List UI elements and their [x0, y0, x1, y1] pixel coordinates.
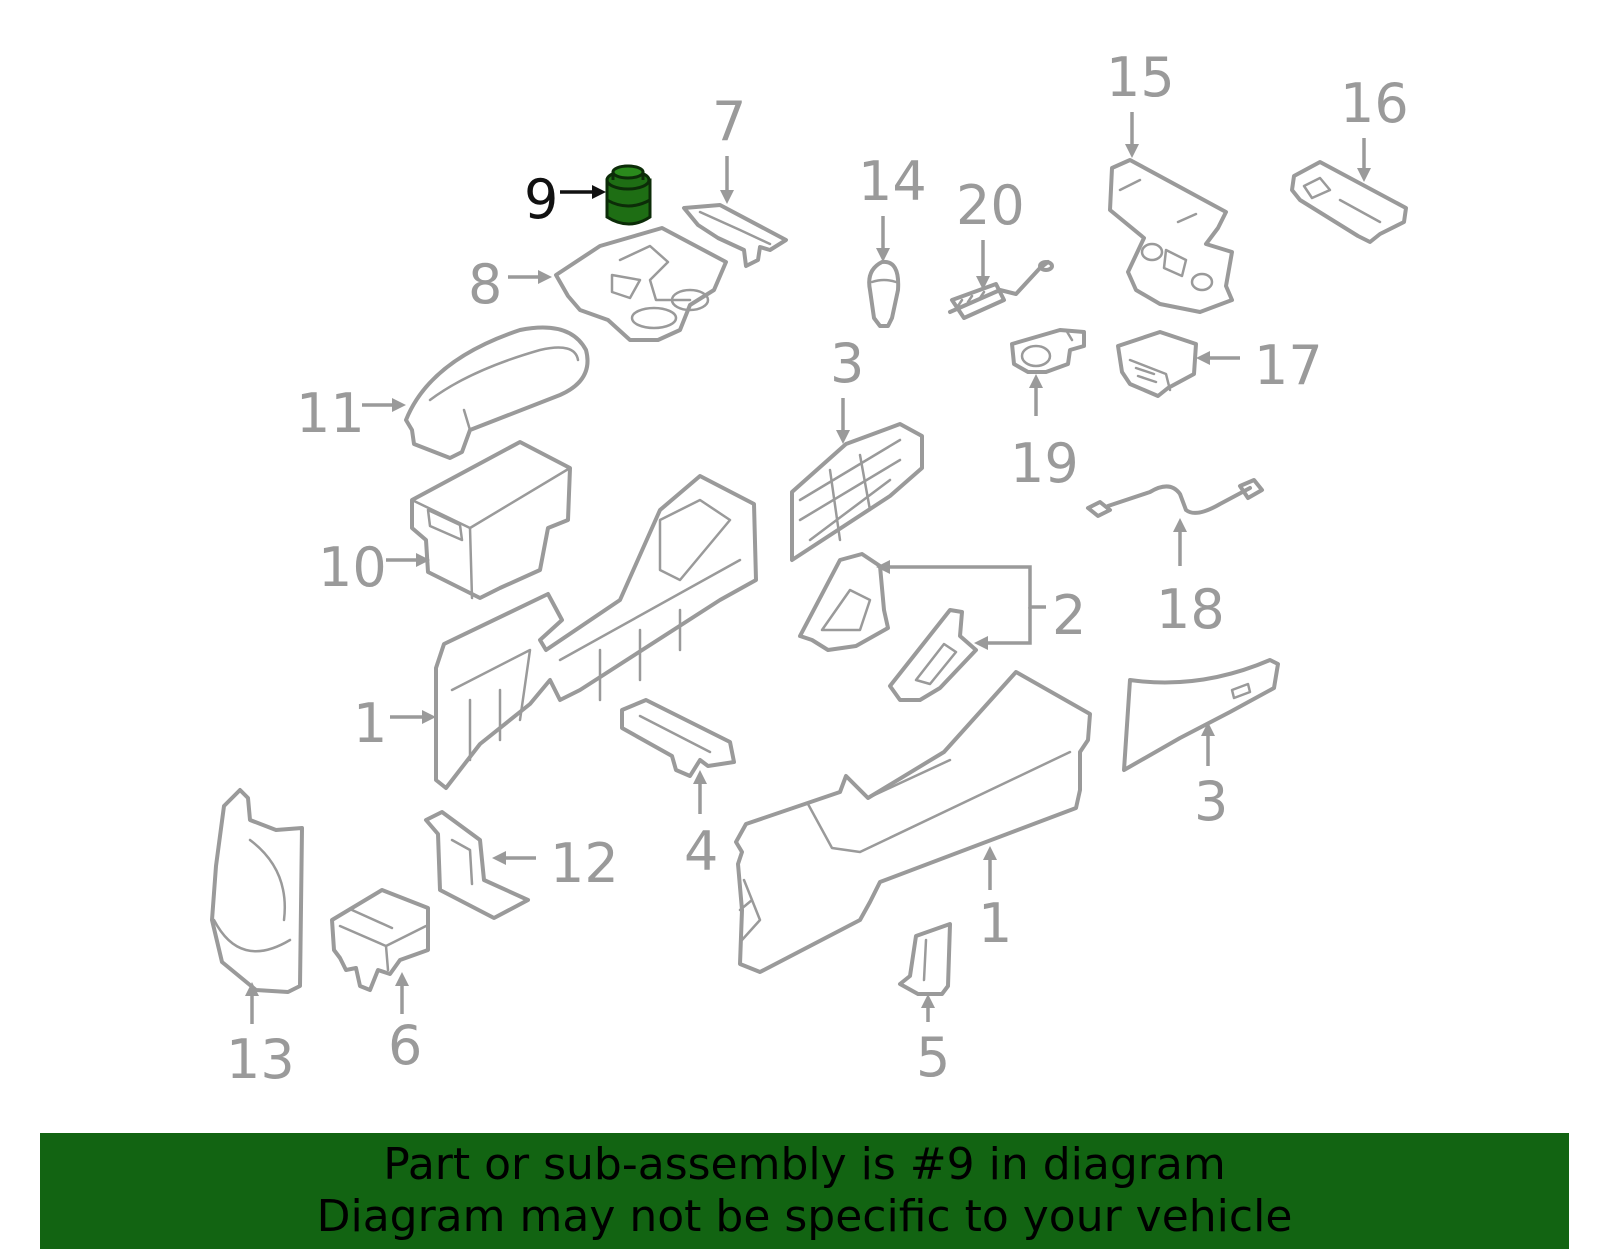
part-14[interactable] [867, 259, 901, 328]
label-8: 8 [468, 253, 552, 316]
part-1-left[interactable] [434, 474, 758, 790]
part-1-right[interactable] [734, 670, 1092, 974]
label-7: 7 [712, 90, 746, 204]
label-text-11: 11 [296, 382, 365, 445]
label-text-8: 8 [468, 253, 502, 316]
label-14: 14 [858, 150, 927, 262]
part-16[interactable] [1290, 160, 1408, 244]
part-19[interactable] [1010, 328, 1086, 374]
label-4: 4 [684, 770, 718, 883]
label-16: 16 [1340, 72, 1409, 182]
label-text-2: 2 [1052, 584, 1086, 647]
label-text-13: 13 [226, 1028, 295, 1091]
part-2[interactable] [798, 552, 978, 702]
label-text-16: 16 [1340, 72, 1409, 135]
info-banner: Part or sub-assembly is #9 in diagram Di… [40, 1133, 1569, 1249]
label-9: 9 [524, 168, 606, 231]
part-9-highlighted[interactable] [605, 164, 652, 226]
part-8[interactable] [554, 226, 728, 342]
label-text-9: 9 [524, 168, 558, 231]
label-18: 18 [1156, 518, 1225, 641]
label-5: 5 [916, 994, 950, 1089]
label-text-3a: 3 [830, 332, 864, 395]
label-11: 11 [296, 382, 406, 445]
label-text-1a: 1 [353, 692, 387, 755]
part-20[interactable] [948, 260, 1054, 320]
label-text-10: 10 [318, 536, 387, 599]
part-5[interactable] [898, 922, 952, 996]
part-18[interactable] [1086, 478, 1264, 518]
label-text-5: 5 [916, 1026, 950, 1089]
part-3-lower[interactable] [1122, 658, 1280, 772]
label-text-1b: 1 [978, 892, 1012, 955]
banner-line-2: Diagram may not be specific to your vehi… [316, 1191, 1293, 1242]
label-19: 19 [1010, 374, 1079, 495]
part-13[interactable] [210, 788, 304, 994]
label-3b: 3 [1194, 722, 1228, 833]
part-15[interactable] [1108, 158, 1234, 314]
label-10: 10 [318, 536, 430, 599]
label-text-19: 19 [1010, 432, 1079, 495]
label-1b: 1 [978, 846, 1012, 955]
part-7[interactable] [682, 203, 788, 268]
label-3a: 3 [830, 332, 864, 444]
label-text-12: 12 [550, 832, 619, 895]
label-2: 2 [876, 560, 1086, 650]
label-text-17: 17 [1254, 334, 1323, 397]
label-text-18: 18 [1156, 578, 1225, 641]
label-text-14: 14 [858, 150, 927, 213]
part-10[interactable] [410, 440, 572, 600]
part-11[interactable] [404, 325, 590, 460]
label-text-4: 4 [684, 820, 718, 883]
label-text-15: 15 [1106, 46, 1175, 109]
label-13: 13 [226, 982, 295, 1091]
label-1a: 1 [353, 692, 436, 755]
label-12: 12 [492, 832, 619, 895]
label-text-3b: 3 [1194, 770, 1228, 833]
label-6: 6 [388, 972, 422, 1077]
part-4[interactable] [620, 698, 736, 778]
label-20: 20 [956, 174, 1025, 290]
label-17: 17 [1196, 334, 1323, 397]
label-text-20: 20 [956, 174, 1025, 237]
part-17[interactable] [1116, 330, 1198, 398]
label-text-7: 7 [712, 90, 746, 153]
part-6[interactable] [330, 888, 430, 992]
banner-line-1: Part or sub-assembly is #9 in diagram [383, 1139, 1226, 1190]
part-12[interactable] [424, 810, 530, 920]
part-3-upper[interactable] [790, 422, 924, 562]
label-text-6: 6 [388, 1014, 422, 1077]
label-15: 15 [1106, 46, 1175, 158]
